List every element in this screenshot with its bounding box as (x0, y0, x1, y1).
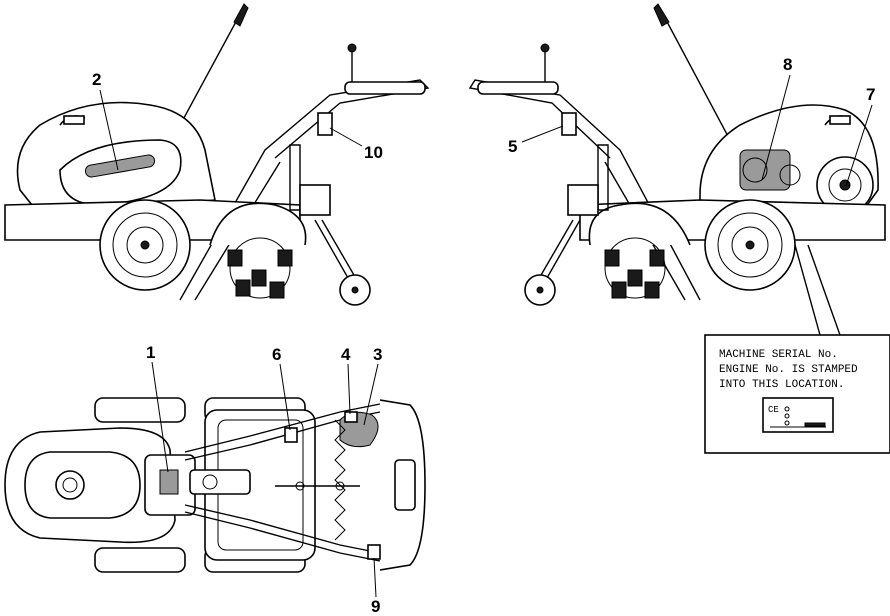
label-10-decal (317, 112, 333, 136)
callout-8: 8 (783, 55, 792, 74)
label-1-decal (159, 469, 179, 495)
callout-3: 3 (373, 345, 382, 364)
serial-note-line2: ENGINE No. IS STAMPED (719, 364, 858, 376)
callout-1: 1 (146, 343, 155, 362)
label-6-decal (284, 427, 298, 443)
callout-6: 6 (272, 345, 281, 364)
left-side-view (4, 3, 430, 306)
callout-2: 2 (92, 70, 101, 89)
serial-note-line1: MACHINE SERIAL No. (719, 349, 838, 361)
serial-note-line3: INTO THIS LOCATION. (719, 379, 844, 391)
serial-number-note-box: MACHINE SERIAL No. ENGINE No. IS STAMPED… (704, 244, 890, 454)
right-side-view (468, 3, 886, 306)
callout-9: 9 (371, 597, 380, 616)
callout-10: 10 (364, 143, 383, 162)
callout-4: 4 (341, 345, 351, 364)
callouts: 2 10 5 8 7 1 6 4 3 9 (92, 55, 875, 616)
label-5-decal (561, 112, 577, 136)
serial-plate-ce-mark: CE (768, 405, 779, 415)
top-view (4, 397, 426, 573)
label-9-decal (367, 544, 381, 560)
callout-7: 7 (866, 85, 875, 104)
callout-5: 5 (508, 137, 517, 156)
label-4-decal (344, 411, 358, 423)
